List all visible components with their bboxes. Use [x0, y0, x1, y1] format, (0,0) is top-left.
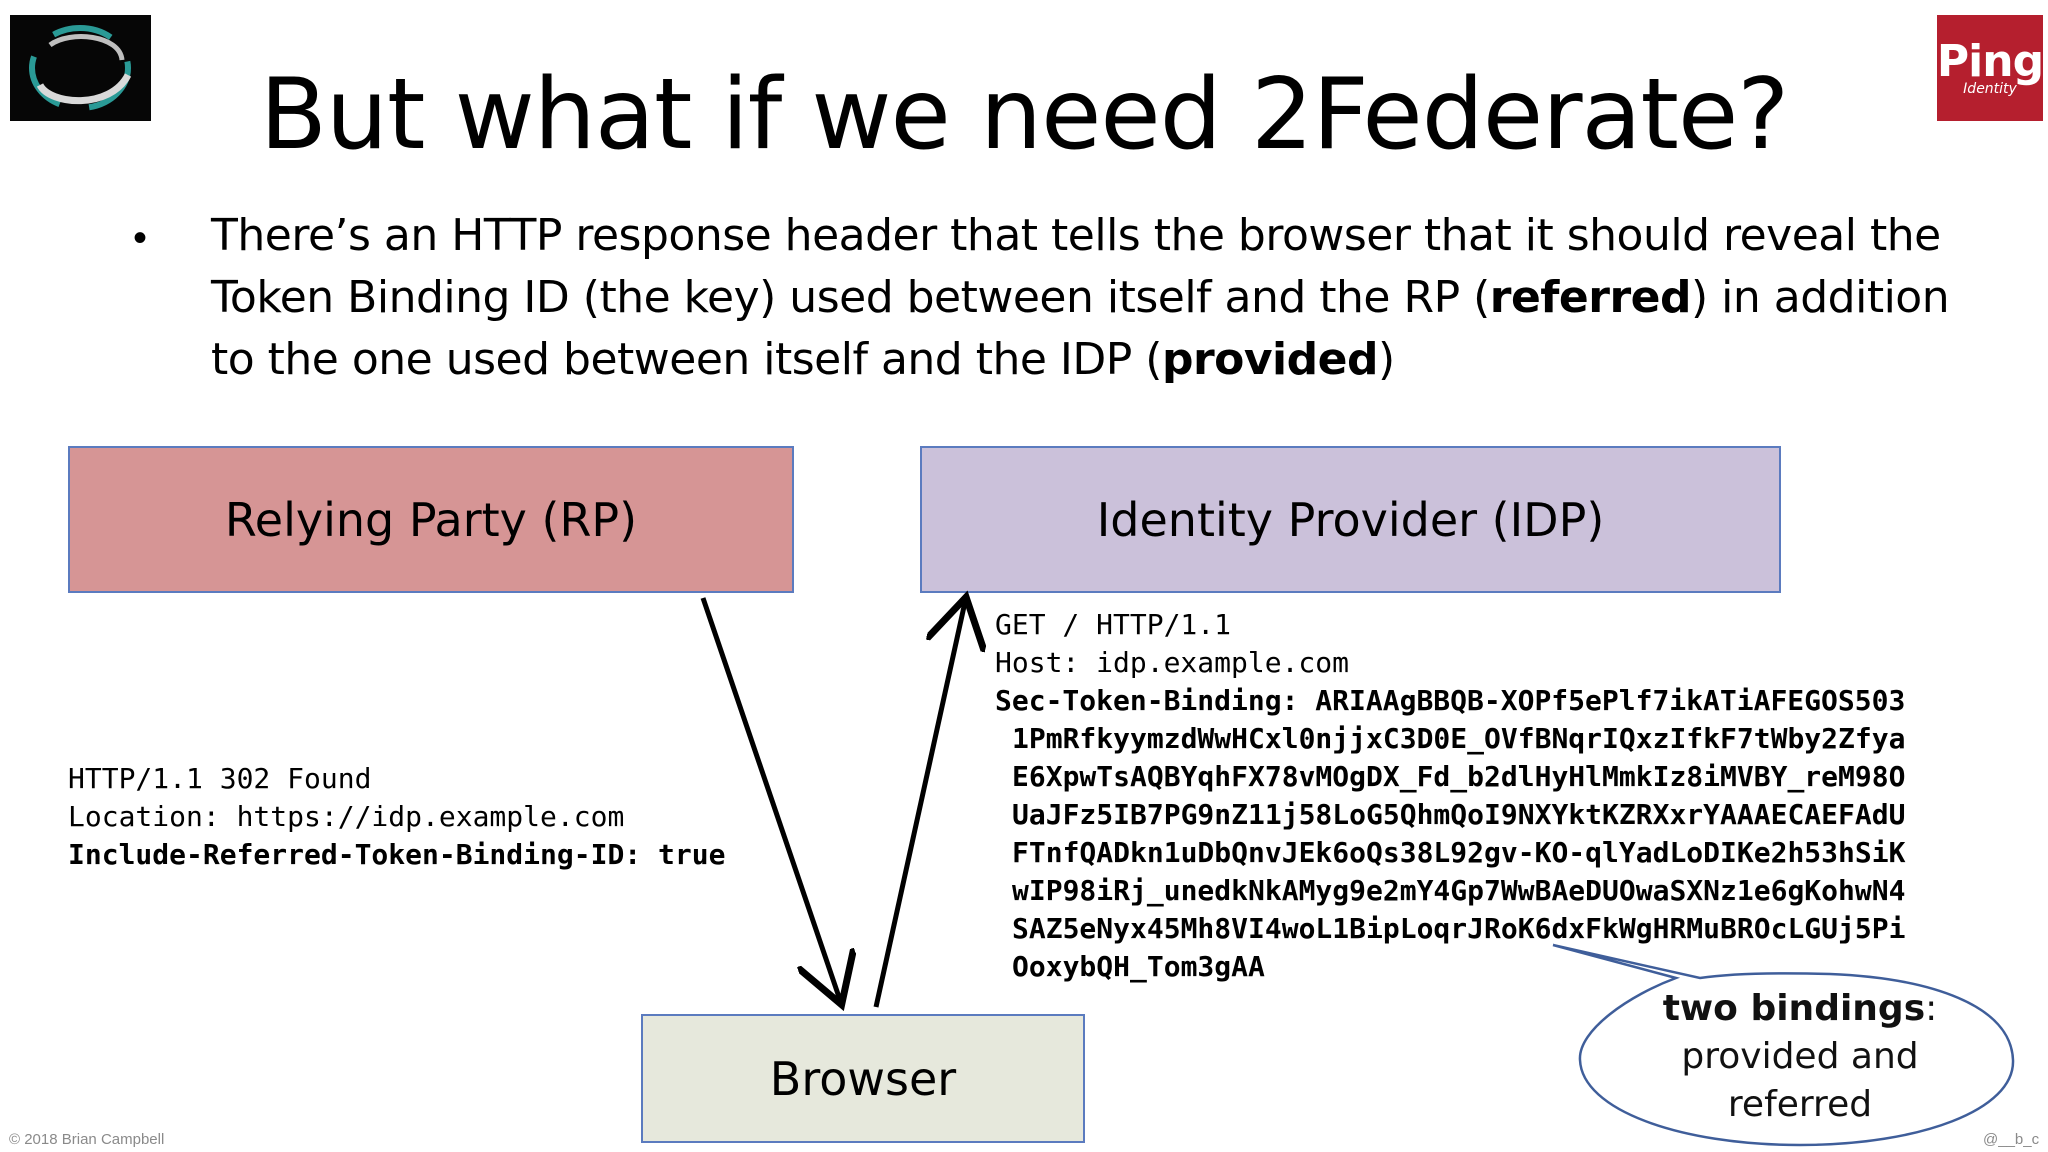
callout-text: two bindings:provided and referred — [1610, 985, 1990, 1129]
bullet-provided: provided — [1161, 334, 1379, 385]
response-line-include-header: Include-Referred-Token-Binding-ID: true — [68, 838, 726, 871]
request-line-token-binding: Sec-Token-Binding: ARIAAgBBQB-XOPf5ePlf7… — [995, 682, 1905, 720]
copyright-footer: © 2018 Brian Campbell — [9, 1131, 165, 1148]
bullet-referred: referred — [1489, 272, 1692, 323]
request-line-get: GET / HTTP/1.1 — [995, 608, 1232, 641]
token-binding-value-line: OoxybQH_Tom3gAA — [1012, 950, 1265, 983]
callout-line3: referred — [1727, 1084, 1873, 1125]
token-binding-value-line: SAZ5eNyx45Mh8VI4woL1BipLoqrJRoK6dxFkWgHR… — [1012, 912, 1906, 945]
token-binding-value-line: 1PmRfkyymzdWwHCxl0njjxC3D0E_OVfBNqrIQxzI… — [1012, 722, 1906, 755]
callout-line1: two bindings: — [1610, 985, 1990, 1033]
token-binding-header-name: Sec-Token-Binding: — [995, 684, 1316, 717]
browser-box: Browser — [641, 1014, 1085, 1143]
relying-party-box: Relying Party (RP) — [68, 446, 794, 593]
token-binding-value-line: FTnfQADkn1uDbQnvJEk6oQs38L92gv-KO-qlYadL… — [1012, 836, 1906, 869]
response-line-location: Location: https://idp.example.com — [68, 800, 625, 833]
response-line-status: HTTP/1.1 302 Found — [68, 762, 372, 795]
token-binding-value-line: E6XpwTsAQBYqhFX78vMOgDX_Fd_b2dlHyHlMmkIz… — [1012, 760, 1906, 793]
token-binding-value-line: UaJFz5IB7PG9nZ11j58LoG5QhmQoI9NXYktKZRXx… — [1012, 798, 1906, 831]
bullet-text-part3: ) — [1377, 334, 1395, 385]
swirl-logo-icon — [10, 15, 151, 121]
arrow-browser-to-idp — [873, 602, 965, 1008]
callout-line2: provided and — [1681, 1036, 1919, 1077]
callout-colon: : — [1925, 988, 1938, 1029]
twitter-handle-footer: @__b_c — [1983, 1131, 2040, 1148]
logo-text: Ping — [1936, 36, 2044, 87]
speech-bubble-callout — [1552, 943, 2015, 1147]
request-line-host: Host: idp.example.com — [995, 646, 1350, 679]
bullet-text: There’s an HTTP response header that tel… — [211, 205, 1971, 391]
ping-identity-logo: Ping Identity — [1936, 15, 2044, 121]
arrow-rp-to-browser — [700, 597, 840, 1000]
logo-subtext: Identity — [1963, 81, 2017, 97]
bullet-text-part1: There’s an HTTP response header that tel… — [211, 210, 1941, 323]
token-binding-value-line: ARIAAgBBQB-XOPf5ePlf7ikATiAFEGOS503 — [1315, 684, 1906, 717]
token-binding-value-line: wIP98iRj_unedkNkAMyg9e2mY4Gp7WwBAeDUOwaS… — [1012, 874, 1906, 907]
bullet-text-part2: ) in addition to the one used between it… — [211, 272, 1950, 385]
callout-bold: two bindings — [1662, 988, 1926, 1029]
identity-provider-box: Identity Provider (IDP) — [920, 446, 1781, 593]
slide-title: But what if we need 2Federate? — [259, 58, 1790, 172]
bullet-dot: • — [133, 216, 148, 260]
